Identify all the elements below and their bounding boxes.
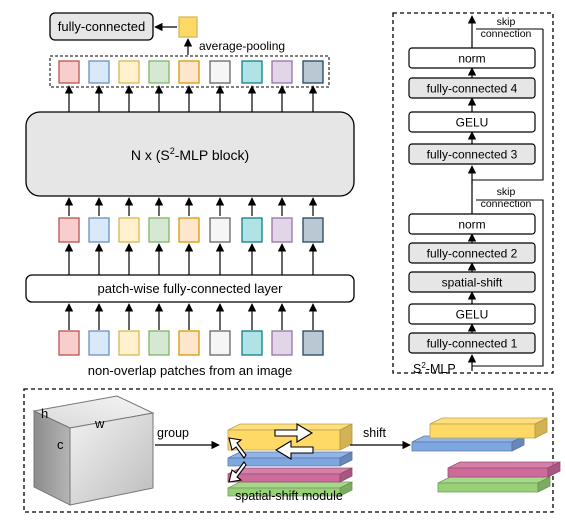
input-patch-5 xyxy=(178,330,200,356)
shift-up-arrow xyxy=(228,437,247,459)
input-patch-row xyxy=(58,330,324,356)
patch-wise-fc-label: patch-wise fully-connected layer xyxy=(98,281,284,296)
layer-box-8 xyxy=(408,303,536,325)
layer-box-5 xyxy=(408,213,536,235)
layer-box-4 xyxy=(408,143,536,165)
shift-label: shift xyxy=(363,426,386,440)
patch-wise-fc-layer xyxy=(25,274,355,303)
layer-label-2: fully-connected 4 xyxy=(427,82,518,96)
grouped-slab-pink xyxy=(227,467,353,483)
input-patch-7 xyxy=(241,330,263,356)
input-patch-8 xyxy=(271,330,293,356)
embedded-token-8 xyxy=(271,217,293,243)
s2mlp-block-detail: norm fully-connected 4 GELU fully-connected… xyxy=(392,12,554,376)
skip-label-lower-2: connection xyxy=(481,198,532,210)
output-token-1 xyxy=(58,60,80,84)
layer-box-9 xyxy=(408,332,536,354)
spatial-shift-module-panel: h w c group spatial-shift module shift xyxy=(23,388,561,513)
shift-right-arrow xyxy=(274,423,314,443)
grouped-slab-yellow xyxy=(227,423,353,451)
grouped-channel-slabs xyxy=(227,423,353,497)
cube-w-label: w xyxy=(94,416,105,431)
output-token-6 xyxy=(209,60,231,84)
input-patch-2 xyxy=(88,330,110,356)
s2mlp-block-label: N x (S2-MLP block) xyxy=(131,146,249,163)
skip-label-upper-2: connection xyxy=(481,28,532,40)
cube-h-label: h xyxy=(41,406,48,421)
skip-connection-upper xyxy=(471,29,544,185)
group-label: group xyxy=(157,426,189,440)
embedded-token-1 xyxy=(58,217,80,243)
layer-label-3: GELU xyxy=(456,116,489,130)
embedded-token-2 xyxy=(88,217,110,243)
pooled-token xyxy=(178,16,198,38)
layer-box-3 xyxy=(408,111,536,133)
layer-label-1: norm xyxy=(458,52,485,66)
embedded-token-4 xyxy=(148,217,170,243)
skip-label-lower-1: skip xyxy=(497,186,516,198)
layer-box-6 xyxy=(408,242,536,264)
layer-label-6: fully-connected 2 xyxy=(427,247,518,261)
shift-direction-arrows xyxy=(228,423,314,483)
s2mlp-block-frame xyxy=(392,12,554,374)
shifted-slab-green xyxy=(437,476,551,493)
embedded-token-row xyxy=(58,217,324,243)
embedded-token-3 xyxy=(118,217,140,243)
spatial-shift-module-caption: spatial-shift module xyxy=(235,489,343,503)
cube-front-face xyxy=(69,412,154,506)
input-patch-6 xyxy=(209,330,231,356)
output-token-8 xyxy=(271,60,293,84)
patches-caption: non-overlap patches from an image xyxy=(88,363,293,378)
embedded-token-7 xyxy=(241,217,263,243)
tokens-to-block-arrows xyxy=(64,197,318,216)
fc-top-box xyxy=(49,12,154,41)
skip-label-upper-1: skip xyxy=(497,16,516,28)
patches-to-layer-arrows xyxy=(64,303,318,330)
s2mlp-layer-stack: norm fully-connected 4 GELU fully-connected… xyxy=(408,15,536,371)
skip-connection-lower xyxy=(472,199,544,367)
shifted-slab-pink xyxy=(447,461,561,478)
input-patch-9 xyxy=(302,330,324,356)
block-to-output-arrows xyxy=(64,85,318,112)
shift-down-arrow xyxy=(228,461,247,483)
average-pooling-label: average-pooling xyxy=(199,39,285,53)
feature-map-cube: h w c xyxy=(32,395,155,506)
layer-label-7: spatial-shift xyxy=(442,276,503,290)
embedded-token-6 xyxy=(209,217,231,243)
embedded-token-5 xyxy=(178,217,200,243)
shifted-channel-slabs xyxy=(411,417,561,493)
layer-label-8: GELU xyxy=(456,308,489,322)
layer-label-4: fully-connected 3 xyxy=(427,148,518,162)
input-patch-4 xyxy=(148,330,170,356)
output-token-row xyxy=(58,60,324,84)
cube-side-face xyxy=(33,410,71,506)
cube-c-label: c xyxy=(57,437,64,452)
embedded-token-9 xyxy=(302,217,324,243)
output-token-3 xyxy=(118,60,140,84)
output-token-2 xyxy=(88,60,110,84)
layer-box-2 xyxy=(408,77,536,99)
layer-label-5: norm xyxy=(458,218,485,232)
layer-label-9: fully-connected 1 xyxy=(427,337,518,351)
layer-box-7 xyxy=(408,271,536,293)
layer-to-tokens-arrows xyxy=(64,243,318,275)
s2mlp-block-stack xyxy=(25,111,355,197)
output-token-9 xyxy=(302,60,324,84)
output-token-4 xyxy=(148,60,170,84)
fc-top-label: fully-connected xyxy=(58,19,145,34)
input-patch-3 xyxy=(118,330,140,356)
input-patch-1 xyxy=(58,330,80,356)
output-token-5 xyxy=(178,60,200,84)
output-token-7 xyxy=(241,60,263,84)
shift-left-arrow xyxy=(274,440,314,460)
shifted-slab-yellow xyxy=(429,417,548,439)
s2mlp-frame-title: S2-MLP xyxy=(413,361,456,376)
overall-architecture: fully-connected average-pooling N x (S2-… xyxy=(25,12,355,378)
spatial-shift-frame xyxy=(23,388,554,513)
grouped-slab-green xyxy=(227,481,353,497)
layer-box-1 xyxy=(408,47,536,69)
